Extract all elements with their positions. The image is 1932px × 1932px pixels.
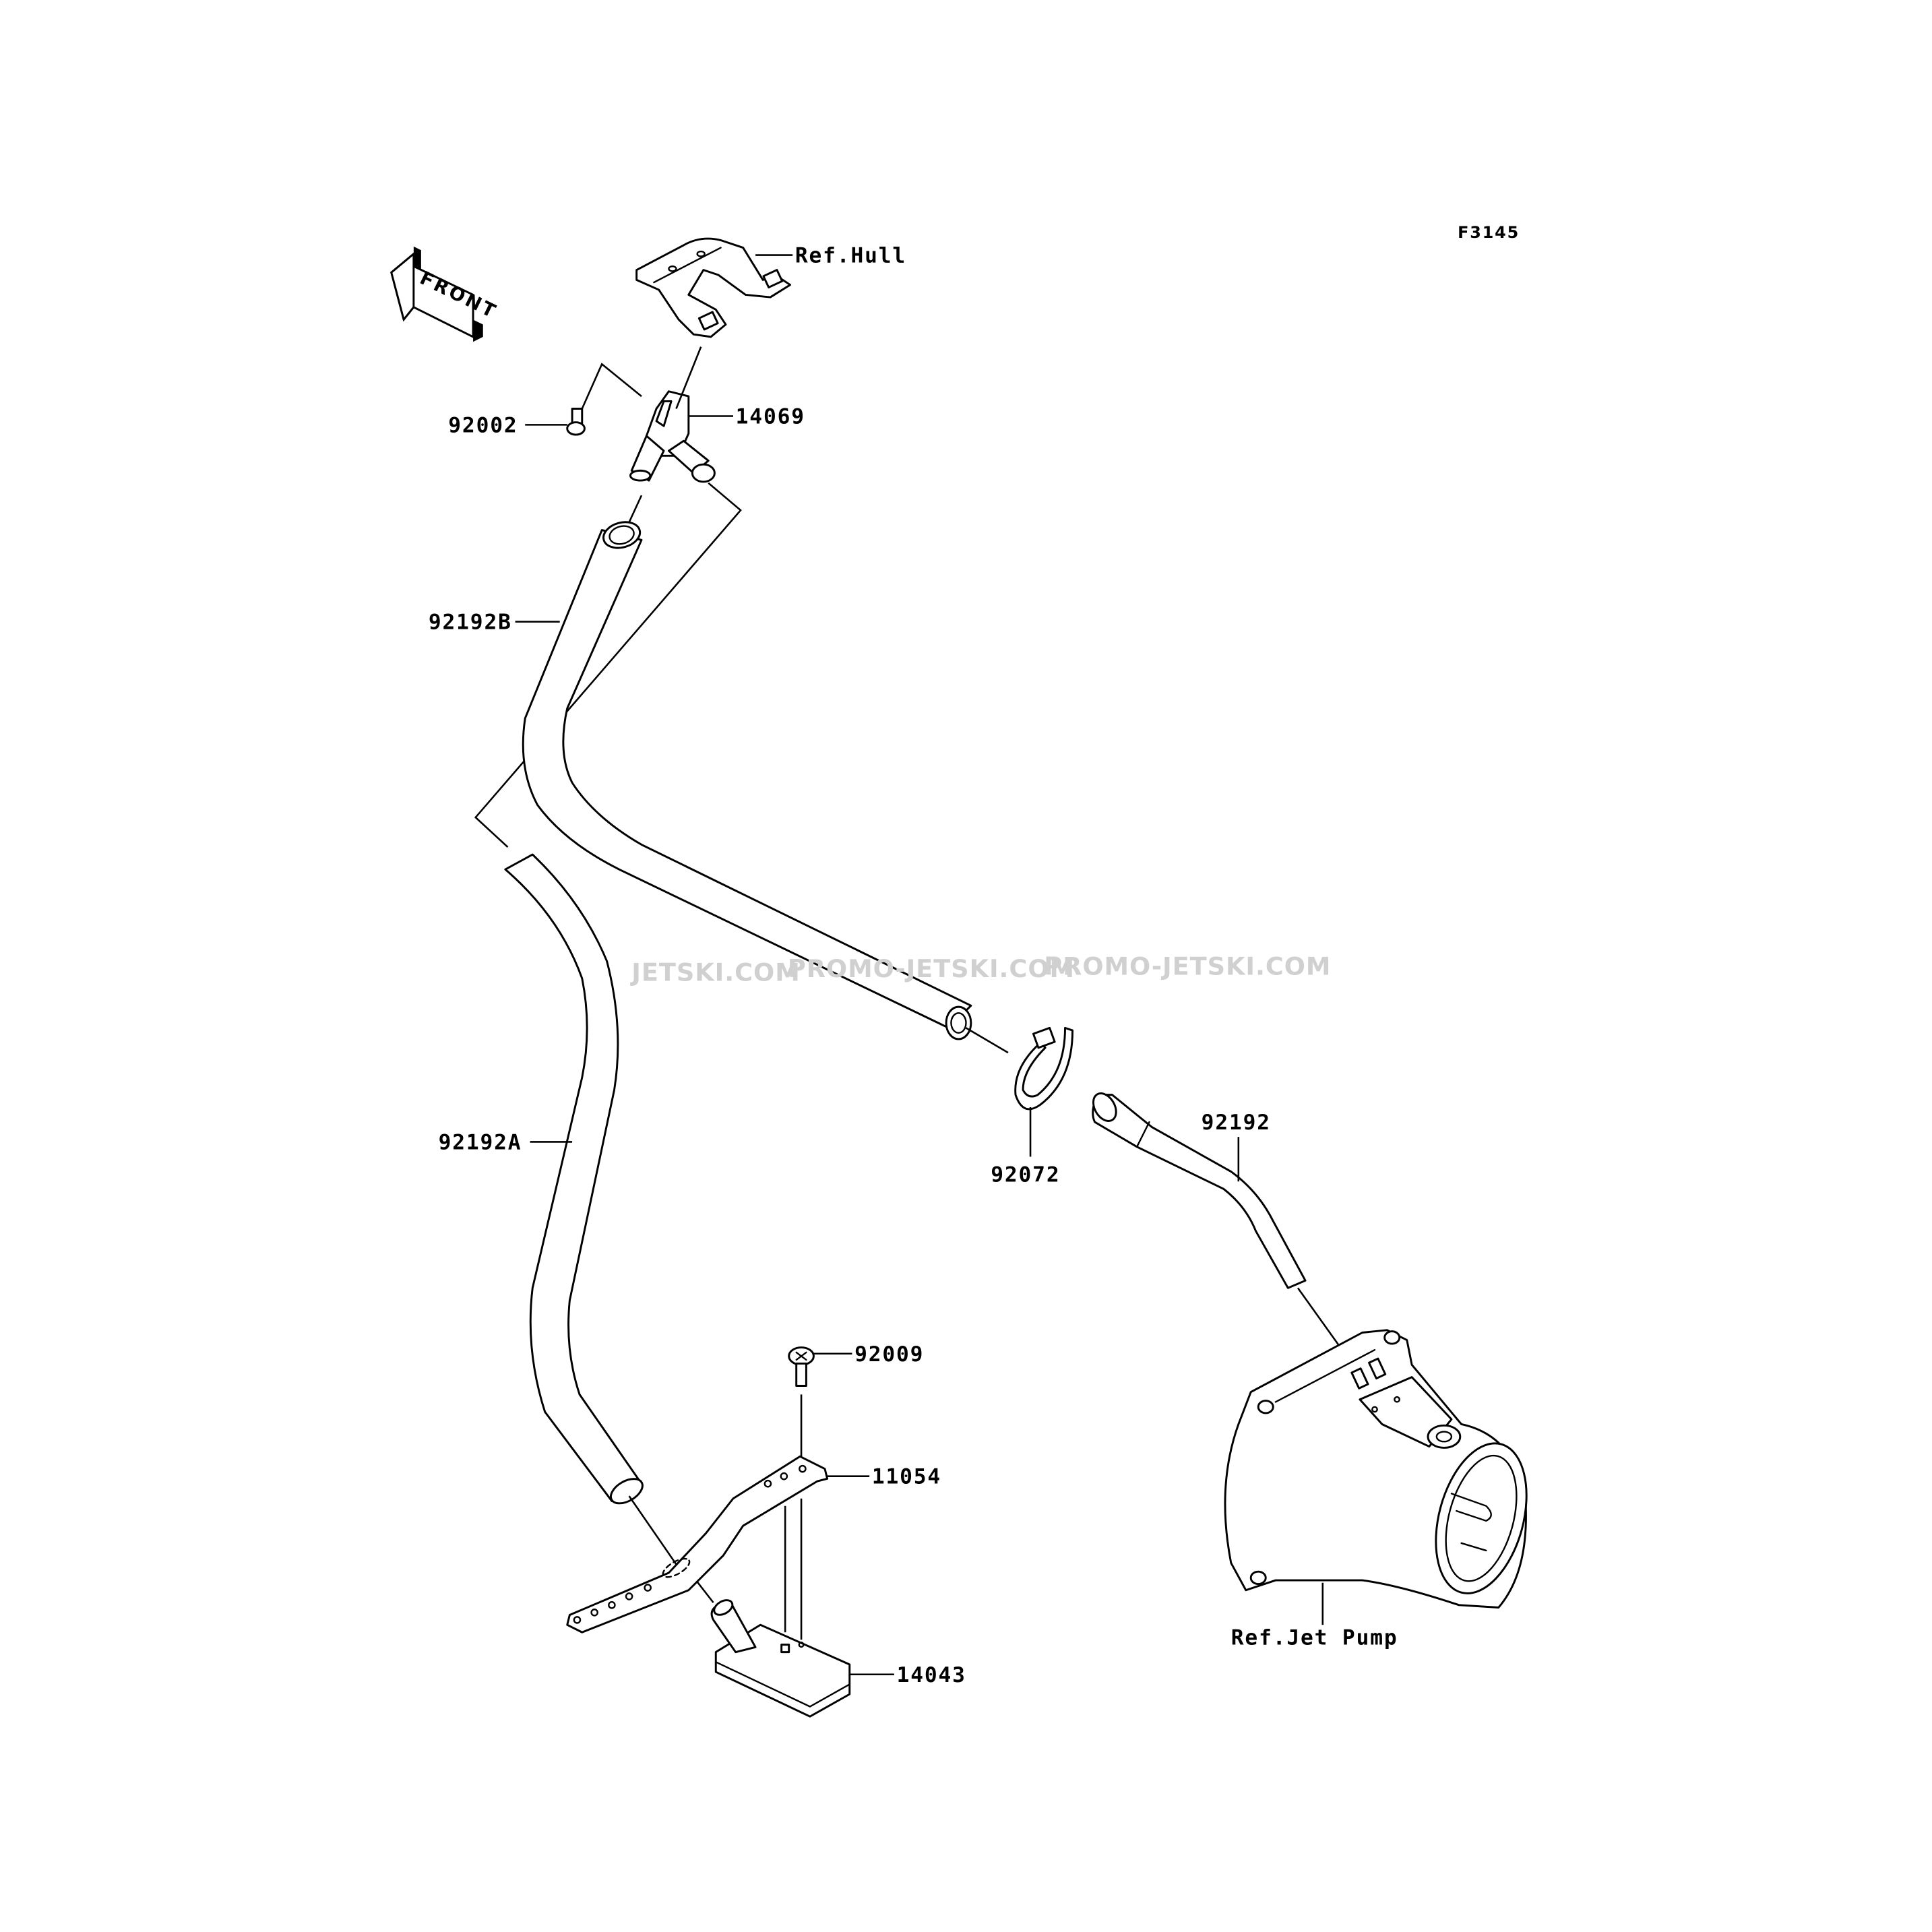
part-label-92192: 92192: [1202, 1111, 1271, 1135]
bolt-92002-icon: [566, 408, 586, 436]
part-label-ref-hull: Ref.Hull: [795, 244, 906, 268]
jet-pump: [1224, 1329, 1528, 1609]
watermark: JETSKI.COM PROMO-JETSKI.COM PROMO-JETSKI…: [629, 952, 1331, 987]
part-label-14043: 14043: [897, 1663, 966, 1687]
watermark-text: PROMO-JETSKI.COM: [1044, 952, 1331, 980]
part-label-92002: 92002: [448, 413, 518, 437]
fitting-14069: [629, 390, 716, 483]
hose-92192A: [504, 853, 644, 1505]
hose-92192B: [522, 521, 972, 1040]
part-label-92009: 92009: [854, 1342, 924, 1367]
part-label-ref-jet-pump: Ref.Jet Pump: [1231, 1626, 1398, 1650]
screw-92009-icon: [788, 1346, 815, 1387]
figure-code: F3145: [1458, 223, 1520, 242]
watermark-text: JETSKI.COM: [629, 958, 800, 987]
bracket-11054: [566, 1455, 829, 1633]
part-label-92192A: 92192A: [439, 1130, 522, 1154]
hull-bracket: [635, 237, 791, 338]
front-arrow-icon: FRONT: [390, 246, 501, 342]
part-label-92072: 92072: [991, 1162, 1060, 1187]
hose-92192: [1092, 1092, 1307, 1289]
watermark-text: PROMO-JETSKI.COM: [788, 954, 1075, 983]
part-label-11054: 11054: [872, 1465, 941, 1489]
part-label-92192B: 92192B: [429, 611, 512, 635]
clamp-92072: [1014, 1026, 1074, 1111]
part-label-14069: 14069: [736, 405, 805, 429]
filter-14043: [710, 1599, 851, 1718]
